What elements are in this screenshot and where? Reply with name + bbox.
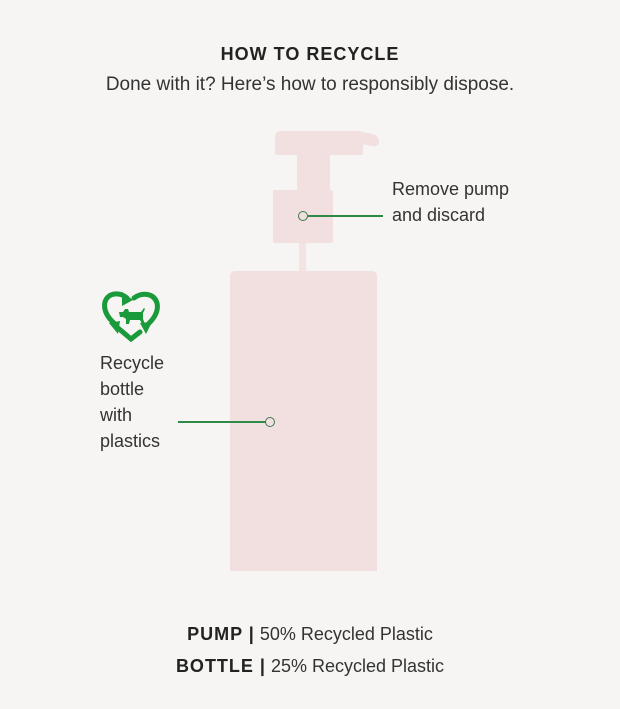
pump-stem [297,153,330,191]
page-subtitle: Done with it? Here’s how to responsibly … [105,74,515,95]
pump-head [275,131,363,155]
pump-recycled-info: PUMP | 50% Recycled Plastic [0,624,620,645]
pump-callout: Remove pump and discard [392,176,509,228]
bottle-marker [265,417,275,427]
pump-marker [298,211,308,221]
pump-tube [299,243,306,273]
recycle-heart-dog-icon [100,290,162,343]
pump-callout-line [308,215,383,217]
bottle-callout-line: plastics [100,431,161,451]
pump-callout-line2: and discard [392,205,486,225]
bottle-callout: Recycle bottle with plastics [100,350,164,454]
bottle-value: 25% Recycled Plastic [270,656,445,676]
bottle-callout-line: with [100,405,133,425]
bottle-callout-line: bottle [100,379,145,399]
bottle-callout-line [178,421,266,423]
bottle-recycled-info: BOTTLE | 25% Recycled Plastic [0,656,620,677]
pump-callout-line1: Remove pump [392,179,510,199]
bottle-callout-line: Recycle [100,353,165,373]
pump-label: PUMP | [187,624,255,644]
page-title: HOW TO RECYCLE [220,44,400,64]
pump-value: 50% Recycled Plastic [259,624,433,644]
bottle-label: BOTTLE | [175,656,266,676]
